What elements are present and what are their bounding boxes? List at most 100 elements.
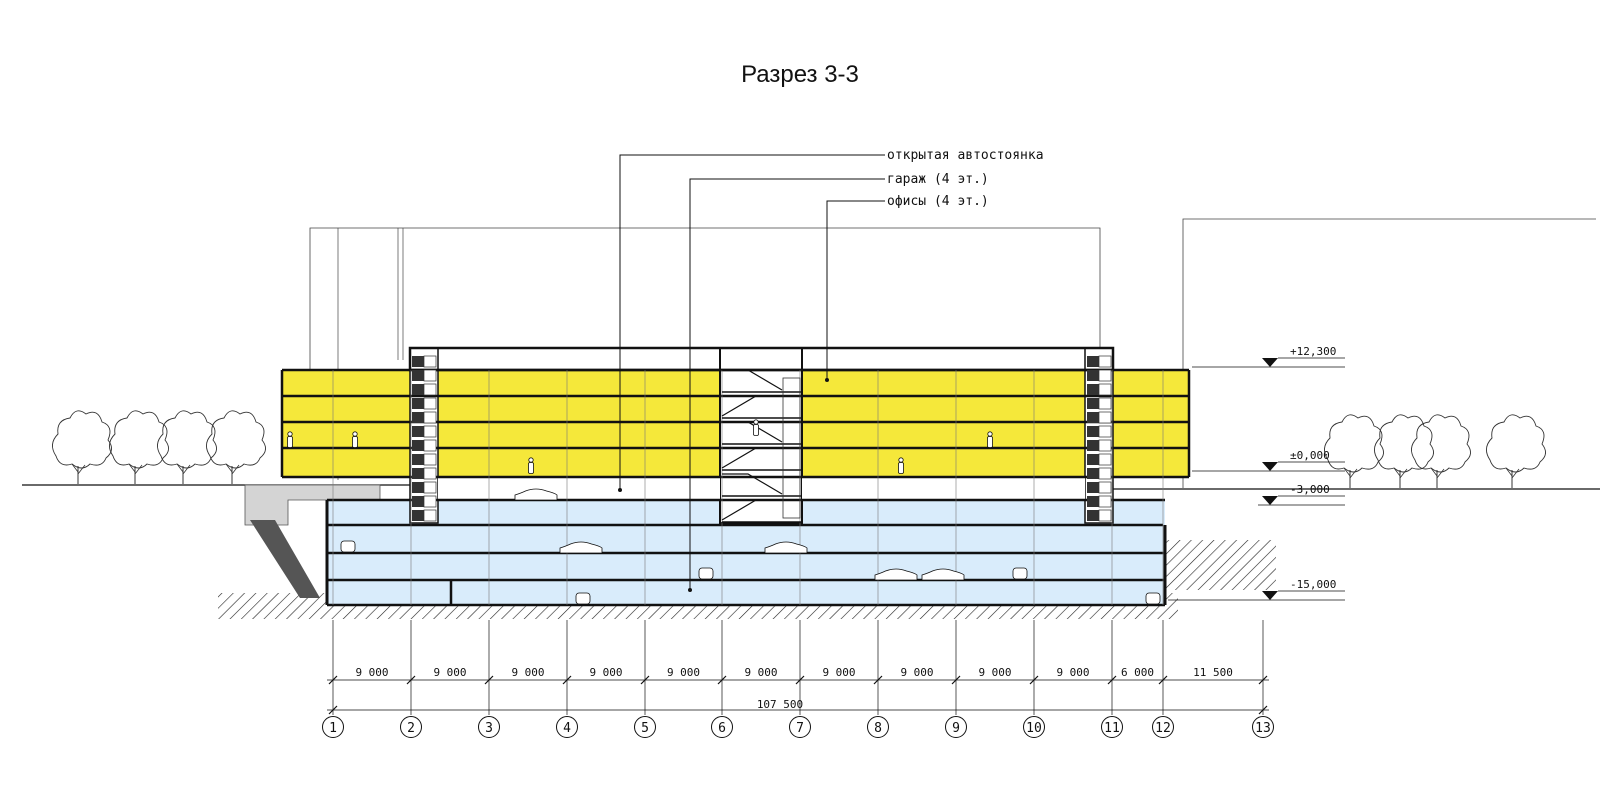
axis-bubble-5: 5 <box>634 716 656 738</box>
stair-tread <box>423 397 437 410</box>
stair-tread <box>1087 468 1099 479</box>
stair-tread <box>1098 425 1112 438</box>
ground-hatch-right <box>1160 540 1276 590</box>
tree-icon <box>157 410 217 484</box>
span-dimension: 9 000 <box>744 666 777 679</box>
stair-tread <box>1098 495 1112 508</box>
figures <box>287 419 1161 605</box>
tree-icon <box>206 410 266 484</box>
span-dimension: 9 000 <box>822 666 855 679</box>
level-triangle-icon <box>1262 358 1278 367</box>
stair-tread <box>412 426 424 437</box>
stair-tread <box>1098 369 1112 382</box>
level-label-bottom: -15,000 <box>1290 578 1336 591</box>
person-icon <box>898 457 904 474</box>
dim-tick <box>1258 705 1268 715</box>
person-icon <box>753 419 759 436</box>
span-dimension: 9 000 <box>900 666 933 679</box>
stair-flight <box>722 421 783 443</box>
stair-tread <box>412 454 424 465</box>
tree-icon <box>1324 414 1384 488</box>
entry-ramp <box>244 484 381 526</box>
tree-icon <box>1374 414 1434 488</box>
car-icon <box>764 541 808 554</box>
span-dimension: 9 000 <box>667 666 700 679</box>
svg-text:10: 10 <box>1026 721 1042 736</box>
span-dimension: 9 000 <box>589 666 622 679</box>
background-outline <box>309 227 1101 370</box>
stair-tread <box>1087 370 1099 381</box>
stair-tread <box>412 440 424 451</box>
stair-tread <box>423 495 437 508</box>
level-markers: +12,300±0,000-3,000-15,000 <box>1168 345 1345 601</box>
callout-garage: гараж (4 эт.) <box>887 172 989 187</box>
stair-tread <box>1087 426 1099 437</box>
stair-tread <box>1098 509 1112 522</box>
stair-tread <box>1087 454 1099 465</box>
dim-tick <box>328 705 338 715</box>
stair-tread <box>412 468 424 479</box>
entry-stair <box>250 520 320 598</box>
stair-tread <box>1087 440 1099 451</box>
stair-tread <box>1098 355 1112 368</box>
stair-tread <box>1087 412 1099 423</box>
stair-tread <box>1087 384 1099 395</box>
stair-tread <box>1098 467 1112 480</box>
axis-bubble-3: 3 <box>478 716 500 738</box>
stair-tread <box>423 355 437 368</box>
trees-right <box>1324 414 1546 488</box>
svg-text:4: 4 <box>563 721 571 736</box>
car-front-icon <box>1145 592 1161 605</box>
stair-tread <box>423 509 437 522</box>
stair-tread <box>412 384 424 395</box>
stair-tread <box>412 412 424 423</box>
axis-bubble-12: 12 <box>1152 716 1174 738</box>
level-triangle-icon <box>1262 591 1278 600</box>
stair-tread <box>1098 411 1112 424</box>
svg-text:9: 9 <box>952 721 960 736</box>
person-icon <box>528 457 534 474</box>
axis-bubble-11: 11 <box>1101 716 1123 738</box>
stair-tread <box>423 439 437 452</box>
level-label-top: +12,300 <box>1290 345 1336 358</box>
car-icon <box>559 541 603 554</box>
axis-bubble-7: 7 <box>789 716 811 738</box>
svg-text:6: 6 <box>718 721 726 736</box>
ground-parking-right <box>802 477 1085 500</box>
stair-tread <box>1087 356 1099 367</box>
stair-tread <box>1098 397 1112 410</box>
ground-parking-left <box>438 477 720 500</box>
stair-tread <box>412 510 424 521</box>
tree-icon <box>109 410 169 484</box>
person-icon <box>352 431 358 448</box>
leader-dot <box>618 488 622 492</box>
stair-tread <box>1087 510 1099 521</box>
leader-offices <box>826 200 885 380</box>
stair-tread <box>423 369 437 382</box>
callout-offices: офисы (4 эт.) <box>887 194 989 209</box>
stair-tread <box>423 467 437 480</box>
axis-bubble-10: 10 <box>1023 716 1045 738</box>
car-front-icon <box>340 540 356 553</box>
lift-shaft <box>782 377 801 519</box>
stair-tread <box>1087 496 1099 507</box>
stair-tread <box>423 453 437 466</box>
stair-tread <box>412 356 424 367</box>
svg-text:7: 7 <box>796 721 804 736</box>
level-label-minus3: -3,000 <box>1290 483 1330 496</box>
stair-tread <box>423 411 437 424</box>
stair-flight <box>721 395 782 417</box>
axis-bubble-9: 9 <box>945 716 967 738</box>
span-dimension: 9 000 <box>355 666 388 679</box>
total-dimension: 107 500 <box>757 698 803 711</box>
axis-bubble-8: 8 <box>867 716 889 738</box>
car-icon <box>514 488 558 501</box>
svg-text:8: 8 <box>874 721 882 736</box>
person-icon <box>987 431 993 448</box>
car-icon <box>874 568 918 581</box>
svg-text:5: 5 <box>641 721 649 736</box>
axis-bubble-2: 2 <box>400 716 422 738</box>
axis-bubble-6: 6 <box>711 716 733 738</box>
background-outline-right <box>1182 218 1596 488</box>
